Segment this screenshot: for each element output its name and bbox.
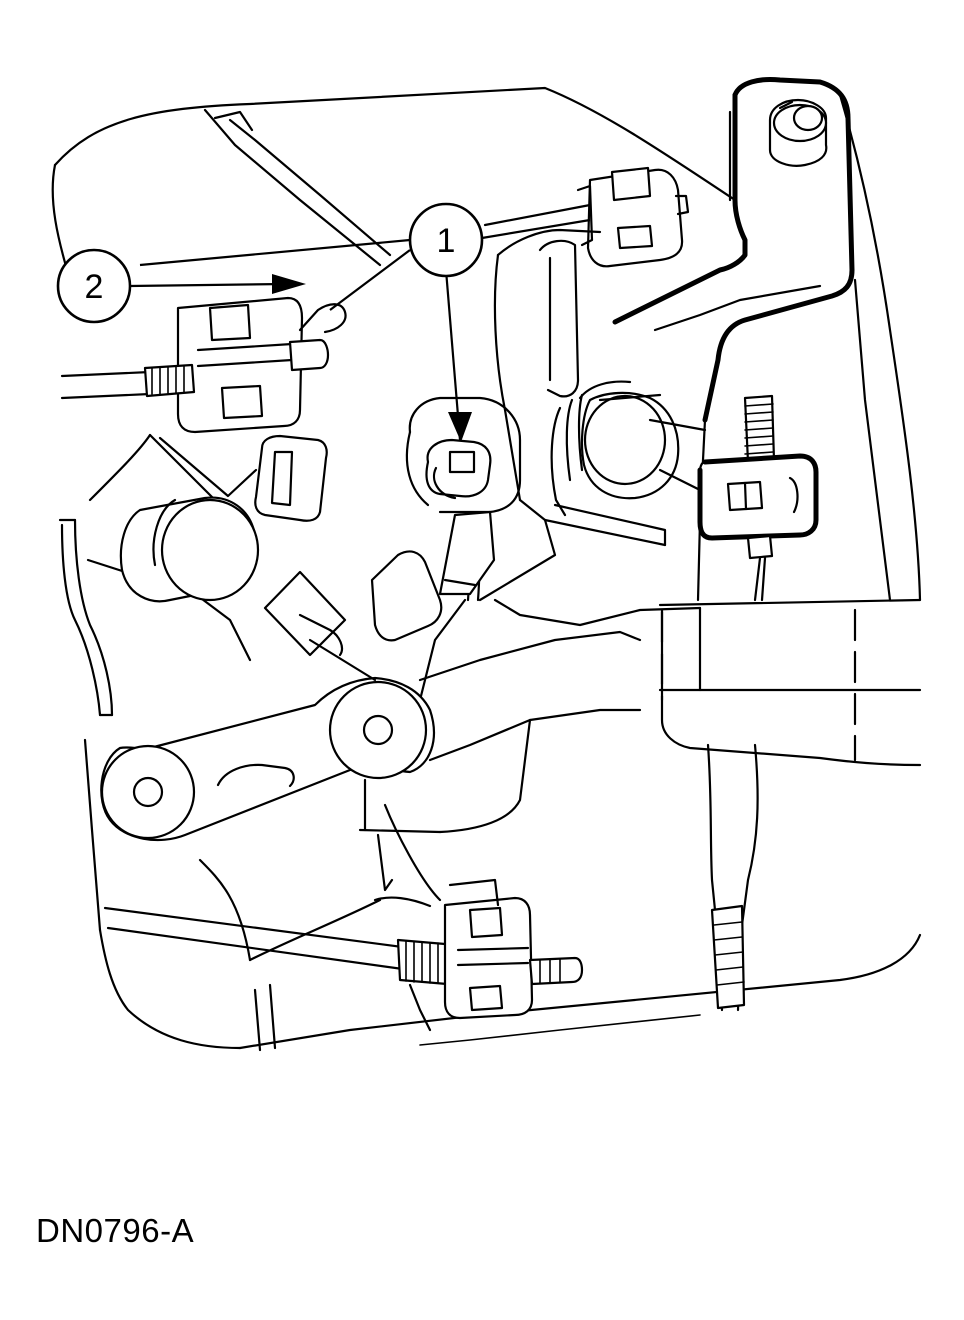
left-bracket [58,433,258,717]
right-bushing-spring [543,380,707,547]
lower-switch-assembly [103,878,584,1032]
small-clip [254,434,328,522]
left-switch-assembly [60,296,347,434]
pivot-bolt [768,98,828,167]
left-bushing [119,496,260,603]
right-switch [697,394,819,602]
center-pivot [405,396,522,514]
lower-cable [706,743,759,1012]
callout-1-label: 1 [437,222,456,260]
callout-2-label: 2 [85,268,104,306]
lower-link-arm [100,630,642,842]
lower-bracket [198,550,443,1052]
pedal-stem [658,598,922,767]
upper-cable [203,108,392,267]
callout-2: 2 [56,248,306,324]
upper-switch-connector [483,166,690,268]
figure-id-label: DN0796-A [36,1212,195,1249]
callout-1: 1 [139,202,591,442]
main-lever-plate [418,228,702,702]
